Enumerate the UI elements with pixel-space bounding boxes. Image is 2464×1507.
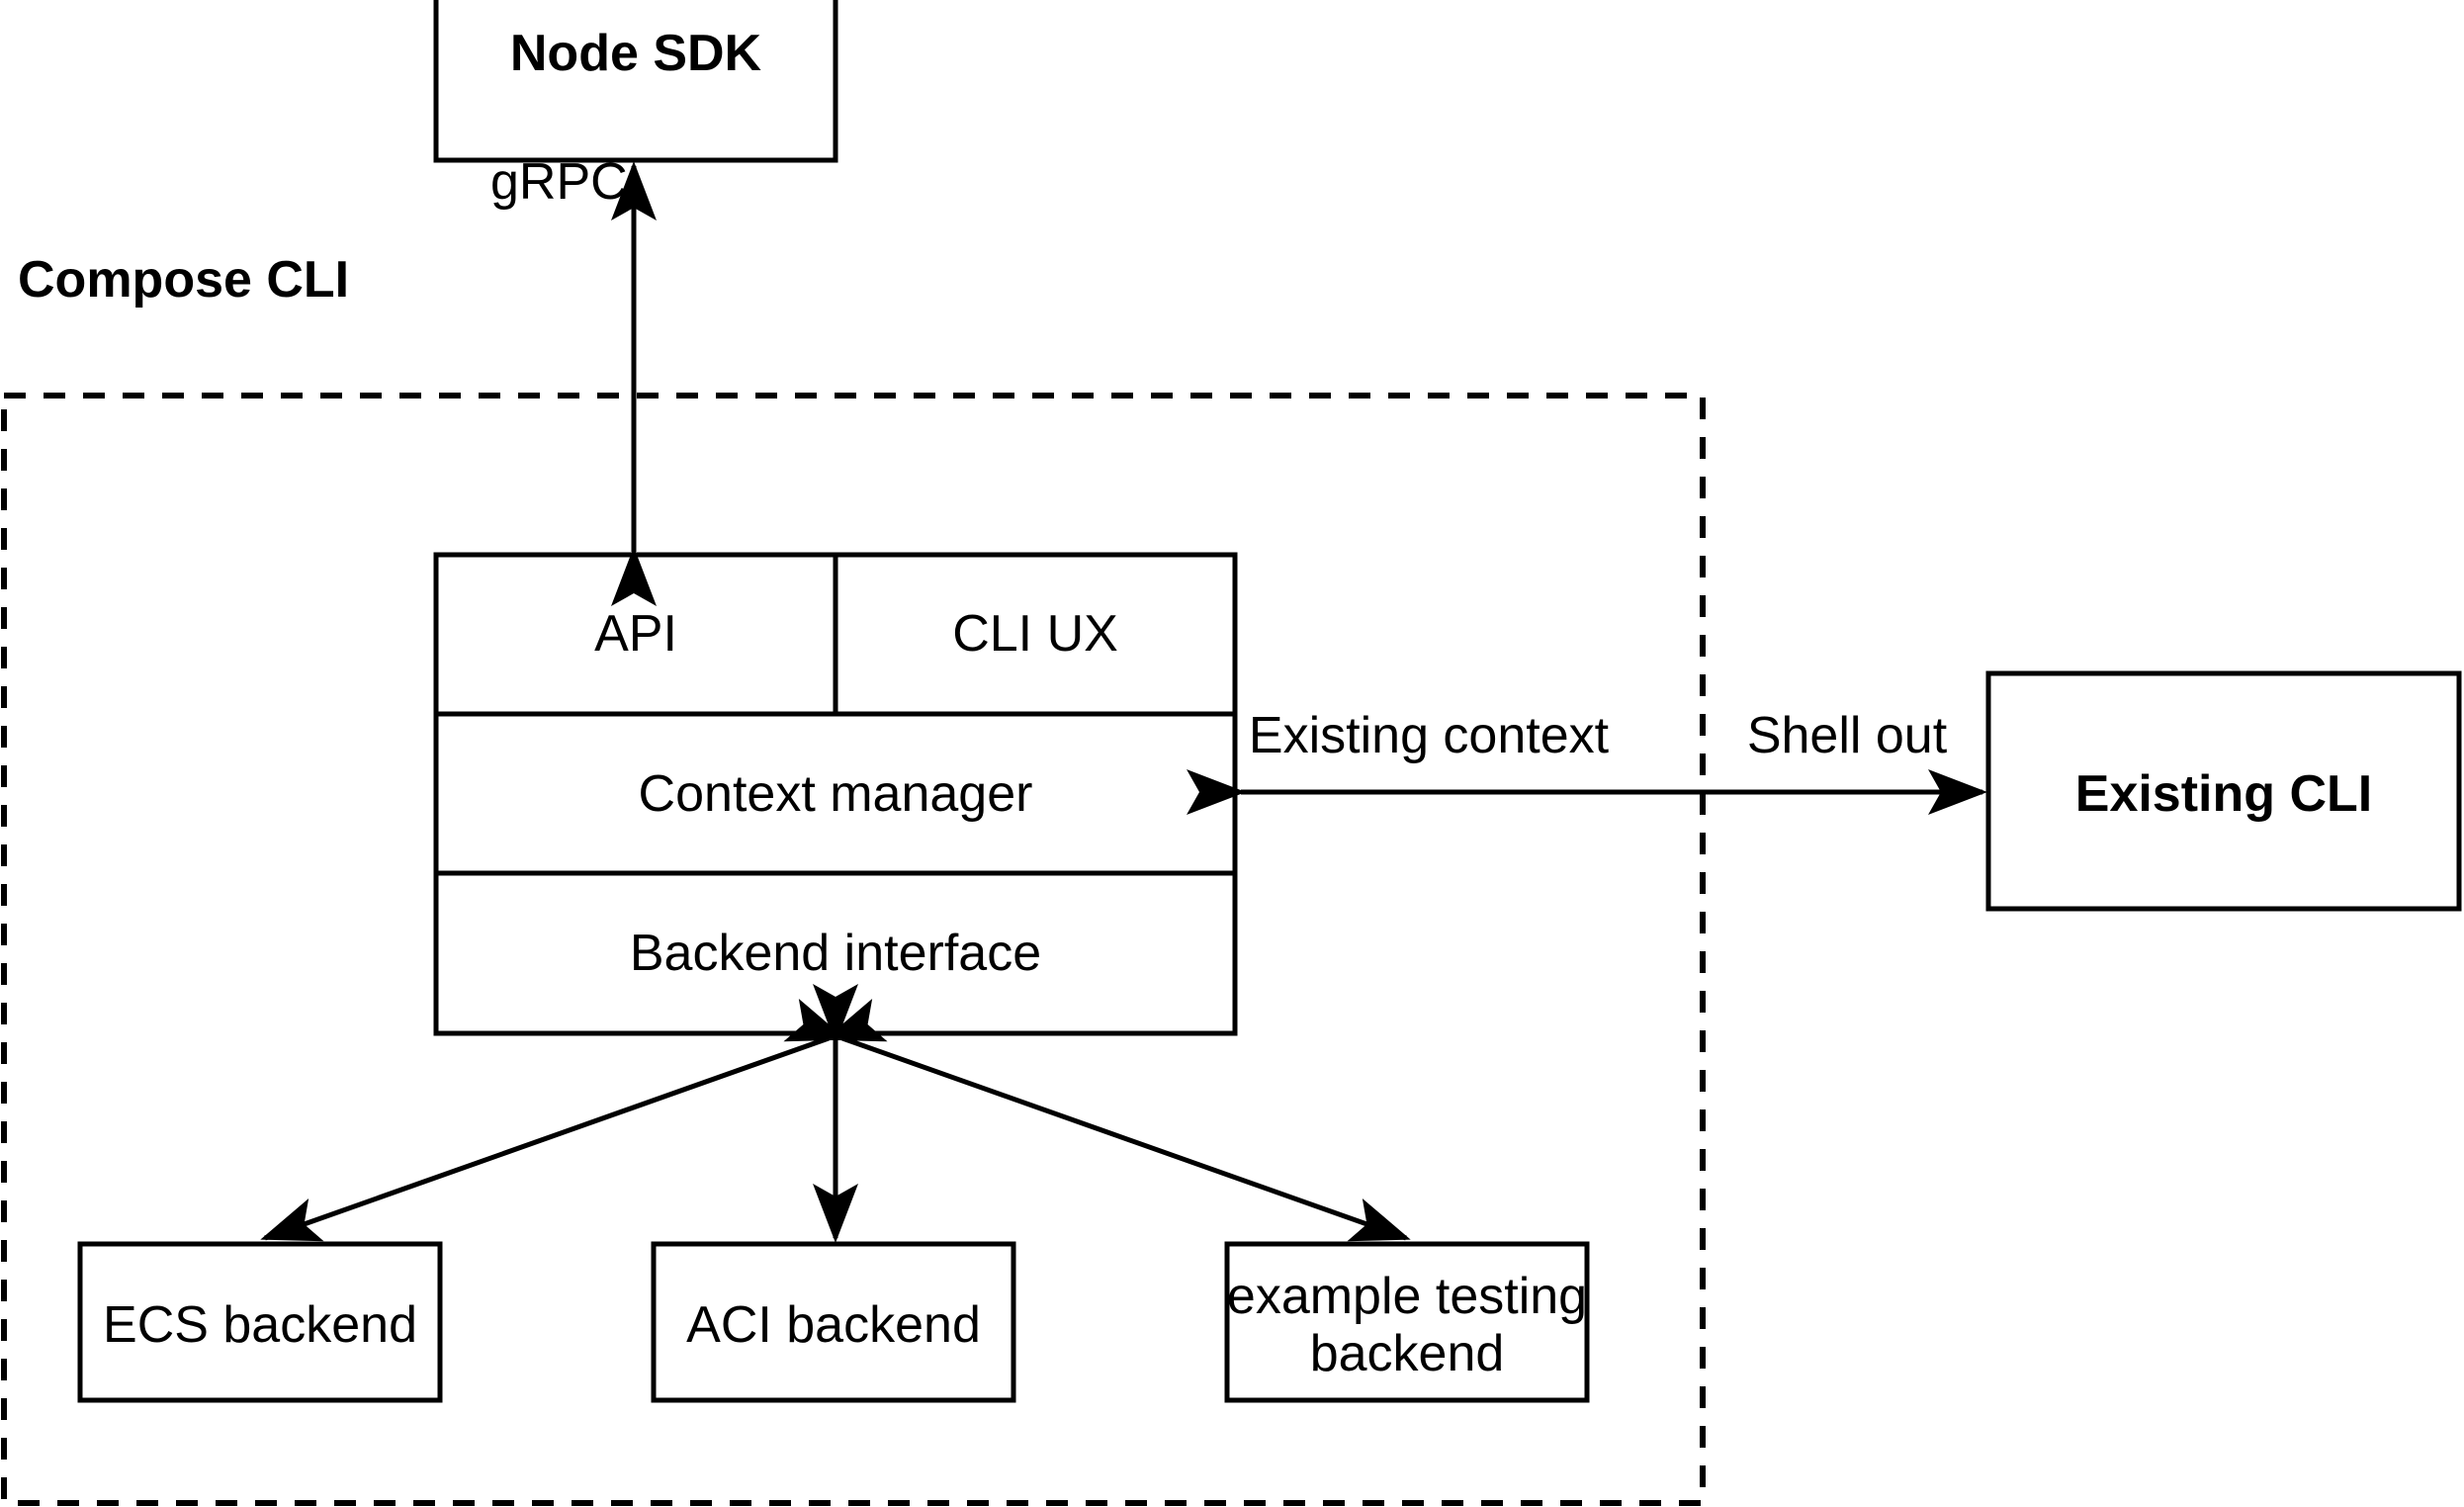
ecs-backend-label: ECS backend — [103, 1295, 417, 1354]
ecs-backend-box — [77, 1241, 443, 1403]
node-sdk-label: Node SDK — [509, 24, 762, 82]
grpc-edge-label: gRPC — [490, 153, 628, 211]
existing-cli-box — [1985, 670, 2462, 912]
existing-context-edge-label: Existing context — [1248, 706, 1610, 764]
edge-example-testing — [783, 998, 1411, 1242]
aci-backend-box — [651, 1241, 1016, 1403]
example-testing-backend-label-line1: example testing — [1226, 1267, 1588, 1325]
backend-interface-label: Backend interface — [629, 924, 1042, 982]
existing-cli-label: Existing CLI — [2074, 764, 2373, 823]
node-sdk-box — [433, 0, 838, 163]
example-testing-backend-box — [1224, 1241, 1590, 1403]
compose-cli-container — [1, 393, 1706, 1506]
edge-ecs — [260, 998, 888, 1242]
context-manager-label: Context manager — [638, 764, 1033, 823]
aci-backend-label: ACI backend — [686, 1295, 981, 1354]
shell-out-edge-label: Shell out — [1746, 706, 1948, 764]
example-testing-backend-label-line2: backend — [1309, 1324, 1505, 1382]
cli-ux-label: CLI UX — [952, 604, 1118, 663]
api-label: API — [594, 604, 677, 663]
compose-cli-container-label: Compose CLI — [18, 251, 350, 309]
